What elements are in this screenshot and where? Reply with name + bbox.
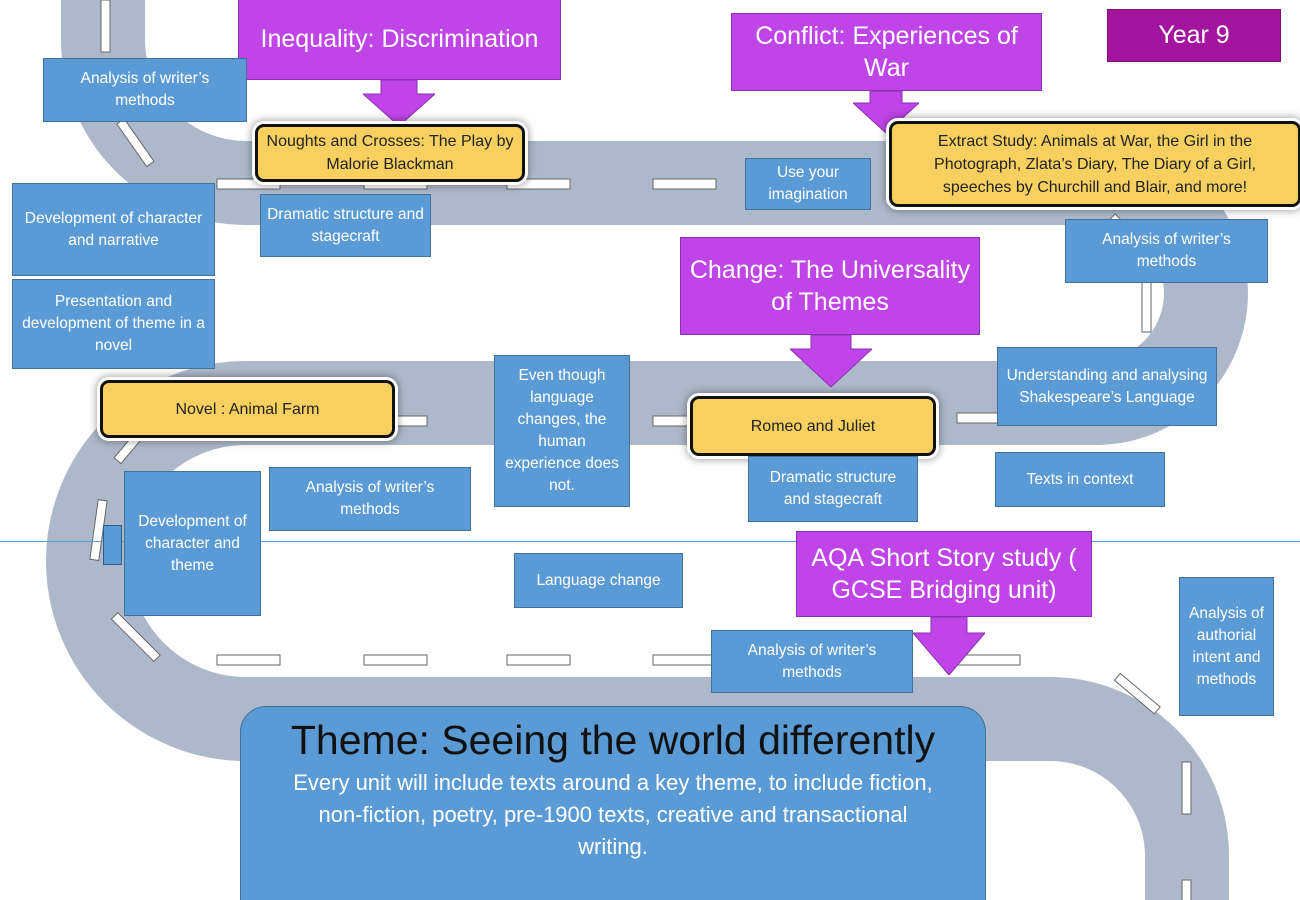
heading-aqa: AQA Short Story study ( GCSE Bridging un…	[796, 531, 1092, 617]
text-romeo-and-juliet: Romeo and Juliet	[690, 396, 936, 456]
arrow-down-icon	[363, 80, 435, 126]
skill-dramatic-structure: Dramatic structure and stagecraft	[260, 194, 431, 257]
skill-analysis-writers-methods: Analysis of writer’s methods	[43, 58, 247, 122]
skill-analysis-writers-methods: Analysis of writer’s methods	[269, 467, 471, 531]
theme-description: Every unit will include texts around a k…	[293, 770, 933, 859]
text-noughts-and-crosses: Noughts and Crosses: The Play by Malorie…	[255, 124, 525, 182]
text-extract-study: Extract Study: Animals at War, the Girl …	[889, 121, 1300, 207]
skill-texts-in-context: Texts in context	[995, 452, 1165, 507]
skill-authorial-intent: Analysis of authorial intent and methods	[1179, 577, 1274, 716]
heading-inequality: Inequality: Discrimination	[238, 0, 561, 80]
arrow-down-icon	[853, 91, 919, 133]
skill-language-change: Language change	[514, 553, 683, 608]
skill-use-imagination: Use your imagination	[745, 158, 871, 210]
arrow-down-icon	[790, 335, 872, 387]
theme-panel: Theme: Seeing the world differently Ever…	[240, 706, 986, 900]
marker-flag	[103, 525, 122, 565]
skill-development-character-theme: Development of character and theme	[124, 471, 261, 616]
skill-dramatic-structure: Dramatic structure and stagecraft	[748, 456, 918, 522]
theme-title: Theme: Seeing the world differently	[290, 717, 936, 763]
heading-change: Change: The Universality of Themes	[680, 237, 980, 335]
arrow-down-icon	[913, 617, 985, 675]
heading-conflict: Conflict: Experiences of War	[731, 13, 1042, 91]
skill-analysis-writers-methods: Analysis of writer’s methods	[711, 630, 913, 693]
skill-presentation-theme: Presentation and development of theme in…	[12, 279, 215, 369]
skill-language-experience: Even though language changes, the human …	[494, 355, 630, 507]
skill-analysis-writers-methods: Analysis of writer’s methods	[1065, 219, 1268, 283]
divider-line	[0, 541, 1300, 542]
year-badge: Year 9	[1107, 9, 1281, 62]
text-animal-farm: Novel : Animal Farm	[100, 380, 395, 438]
skill-development-character-narrative: Development of character and narrative	[12, 183, 215, 276]
skill-shakespeare-language: Understanding and analysing Shakespeare’…	[997, 347, 1217, 426]
